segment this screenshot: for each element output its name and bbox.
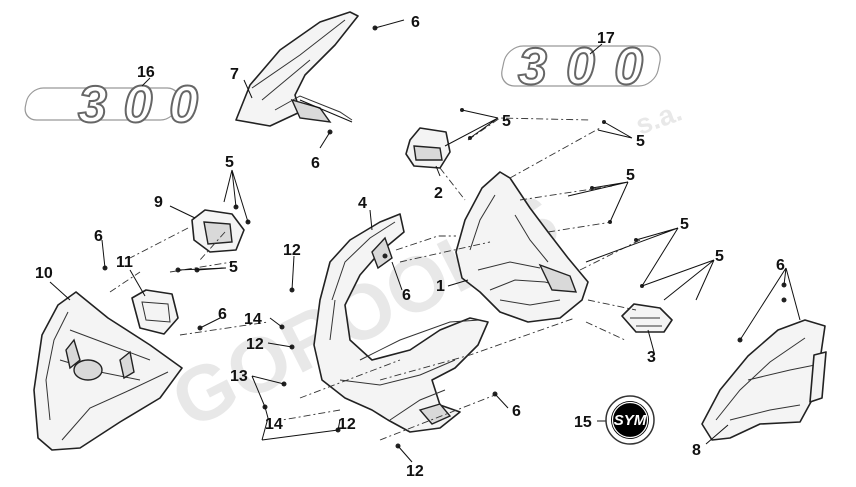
callout-5: 5 — [626, 167, 635, 184]
screw — [382, 253, 388, 259]
leader-lines — [49, 19, 801, 463]
callout-14: 14 — [244, 311, 262, 328]
callout-12: 12 — [283, 242, 301, 259]
callout-12: 12 — [338, 416, 356, 433]
part-11-bracket — [131, 289, 179, 335]
screw — [781, 297, 787, 303]
emblem-300-left-text: 300 — [78, 76, 198, 134]
callout-6: 6 — [411, 14, 420, 31]
part-7-upper-panel — [235, 11, 359, 127]
assembly-lines — [109, 117, 641, 441]
part-4-inner-frame — [313, 213, 489, 433]
callout-4: 4 — [358, 195, 367, 212]
callout-5: 5 — [502, 113, 511, 130]
callout-7: 7 — [230, 66, 239, 83]
callout-16: 16 — [137, 64, 155, 81]
emblem-300-right-text: 300 — [518, 38, 643, 96]
callout-2: 2 — [434, 185, 443, 202]
callouts: 1 2 3 4 5 5 5 5 5 5 5 6 6 6 6 6 6 6 7 8 … — [35, 14, 785, 480]
callout-6: 6 — [218, 306, 227, 323]
callout-6: 6 — [94, 228, 103, 245]
emblem-300-left: 300 — [24, 75, 199, 135]
callout-12: 12 — [246, 336, 264, 353]
callout-6: 6 — [311, 155, 320, 172]
emblem-300-right: 300 — [501, 37, 661, 97]
part-9-bracket — [191, 209, 245, 253]
sym-logo-text: SYM — [614, 412, 647, 429]
callout-6: 6 — [402, 287, 411, 304]
callout-5: 5 — [229, 259, 238, 276]
part-1-headlight-housing — [455, 171, 589, 323]
callout-13: 13 — [230, 368, 248, 385]
callout-8: 8 — [692, 442, 701, 459]
part-8-side-panel — [701, 319, 827, 441]
callout-1: 1 — [436, 278, 445, 295]
part-3-small-lamp — [621, 303, 673, 333]
callout-5: 5 — [680, 216, 689, 233]
callout-6: 6 — [776, 257, 785, 274]
callout-15: 15 — [574, 414, 592, 431]
part-2-small-lamp — [405, 127, 451, 169]
callout-6: 6 — [512, 403, 521, 420]
callout-14: 14 — [265, 416, 283, 433]
sym-logo: SYM — [605, 395, 655, 445]
callout-5: 5 — [225, 154, 234, 171]
callout-9: 9 — [154, 194, 163, 211]
callout-17: 17 — [597, 30, 615, 47]
callout-5: 5 — [636, 133, 645, 150]
callout-12: 12 — [406, 463, 424, 480]
callout-5: 5 — [715, 248, 724, 265]
callout-11: 11 — [116, 254, 133, 271]
callout-10: 10 — [35, 265, 53, 282]
part-10-front-shield — [33, 291, 183, 451]
callout-3: 3 — [647, 349, 656, 366]
